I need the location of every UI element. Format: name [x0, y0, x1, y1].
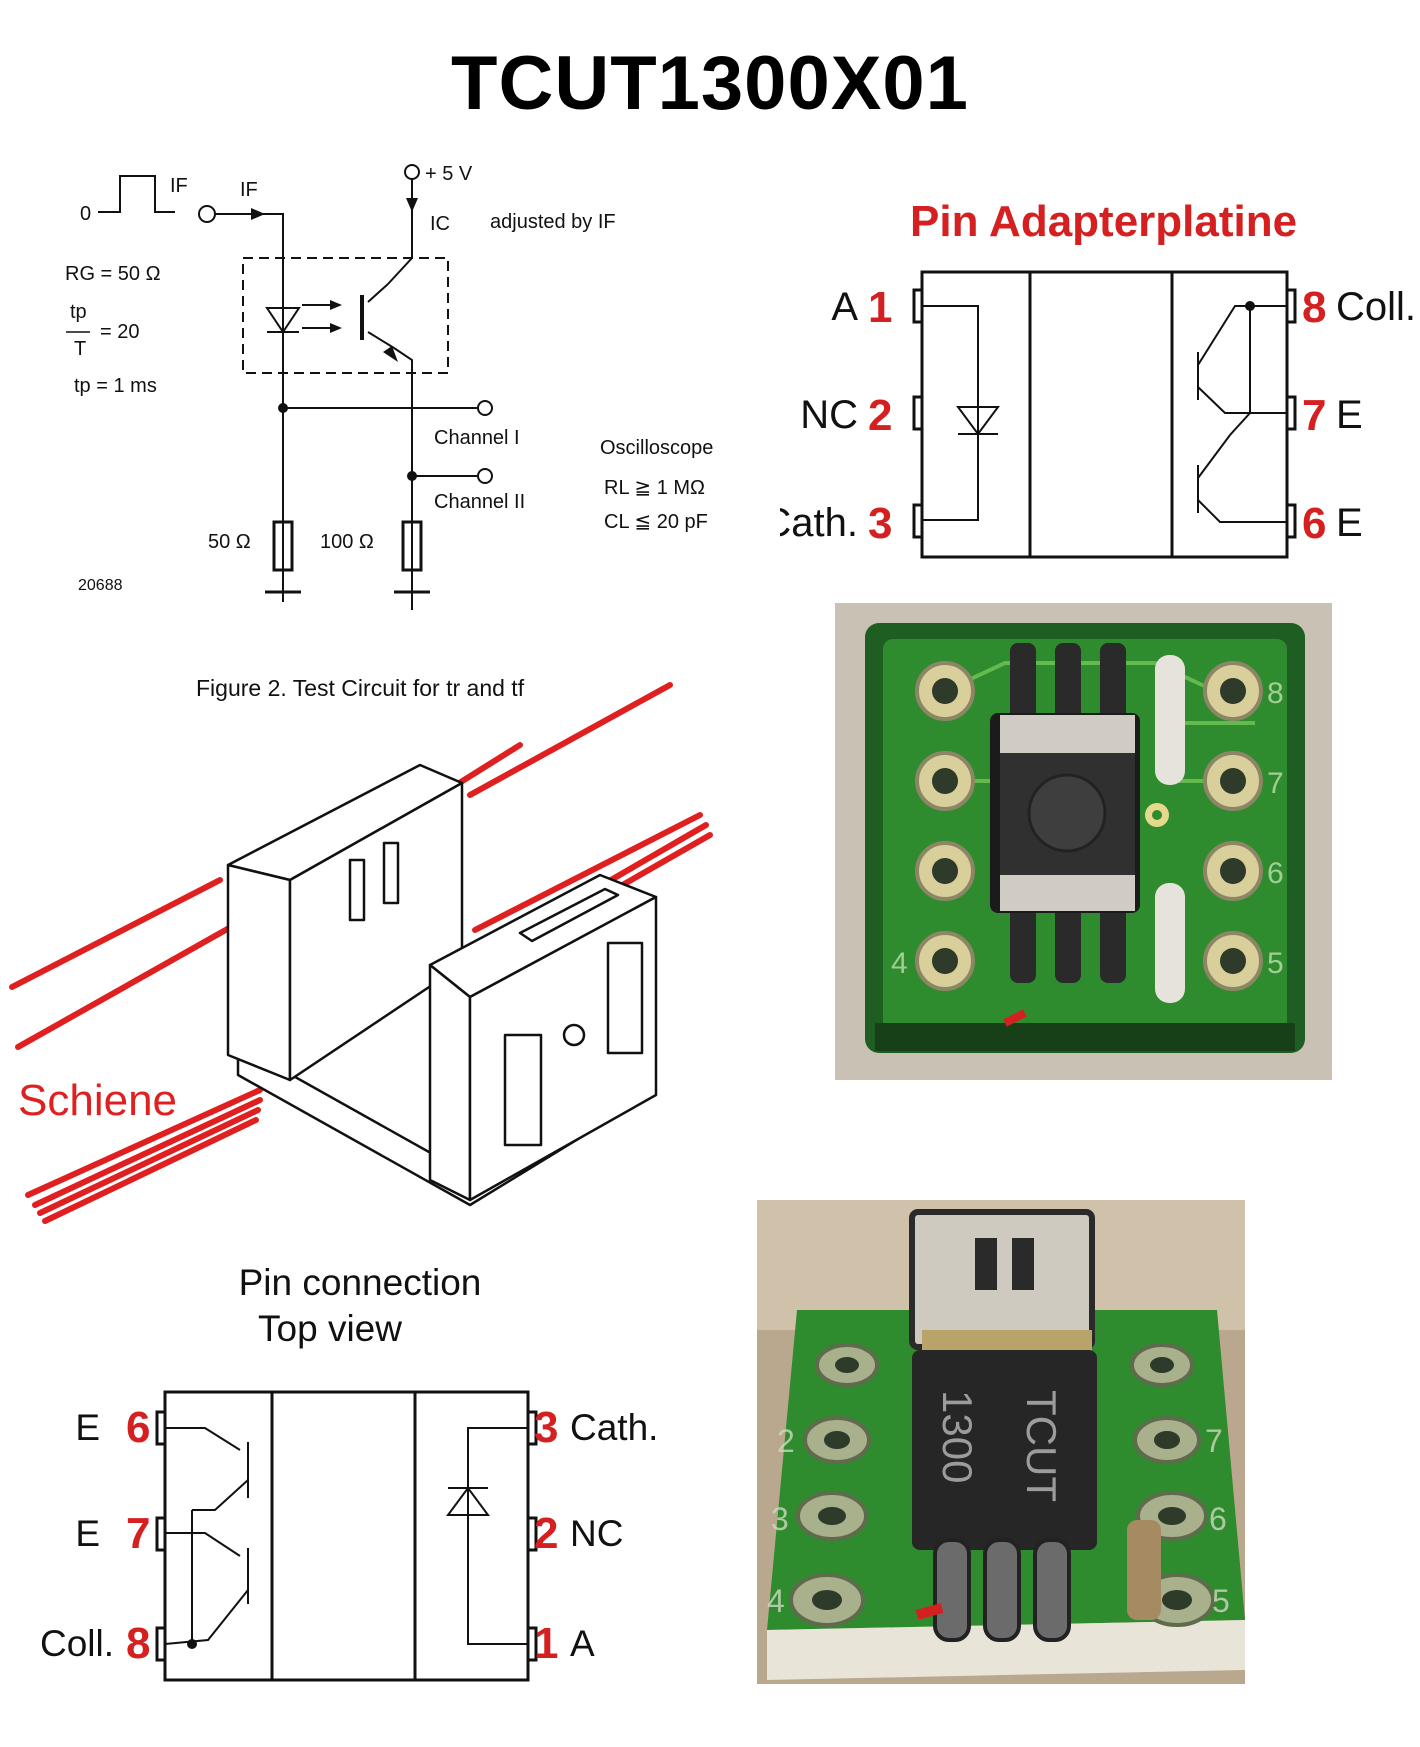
adapter-pin-3-number: 3 [868, 499, 892, 548]
schiene-label: Schiene [18, 1076, 177, 1125]
adapter-title: Pin Adapterplatine [910, 197, 1298, 246]
pin-7-label: E [75, 1513, 100, 1554]
adapter-photo-bottom: 1300 TCUT 2 3 4 7 6 5 [757, 1200, 1245, 1684]
adapter-pin-6-label: E [1336, 501, 1363, 545]
photo-top-pad-6: 6 [1267, 857, 1284, 890]
figure-id: 20688 [78, 577, 123, 594]
photo-bottom-pad-5: 5 [1212, 1583, 1230, 1619]
chip-text-tcut: TCUT [1018, 1390, 1065, 1502]
photo-bottom-pad-4: 4 [767, 1583, 785, 1619]
adapter-pin-1-label: A [831, 285, 858, 329]
adapter-pin-8-number: 8 [1302, 283, 1326, 332]
chip-text-1300: 1300 [934, 1390, 981, 1483]
photo-bottom-pad-6: 6 [1209, 1501, 1227, 1537]
photo-top-pad-7: 7 [1267, 767, 1284, 800]
photo-bottom-pad-3: 3 [771, 1501, 789, 1537]
ratio-numerator: tp [70, 301, 87, 323]
pin-2-number: 2 [534, 1509, 558, 1558]
photo-top-pad-8: 8 [1267, 677, 1284, 710]
pin-6-number: 6 [126, 1403, 150, 1452]
adapter-pin-8-label: Coll. [1336, 285, 1416, 329]
adapter-pin-7-label: E [1336, 393, 1363, 437]
photo-bottom-pad-2: 2 [777, 1423, 795, 1459]
adapter-pin-7-number: 7 [1302, 391, 1326, 440]
adapter-photo-top: 8 7 6 5 4 [835, 603, 1332, 1080]
pin-3-label: Cath. [570, 1407, 658, 1448]
adjusted-label: adjusted by IF [490, 211, 616, 233]
pin-8-number: 8 [126, 1619, 150, 1668]
ratio-denominator: T [74, 338, 86, 360]
photo-bottom-pad-7: 7 [1205, 1423, 1223, 1459]
tp-label: tp = 1 ms [74, 375, 157, 397]
adapter-pin-2-number: 2 [868, 391, 892, 440]
channel-1-label: Channel I [434, 427, 520, 449]
page-title: TCUT1300X01 [451, 41, 969, 126]
channel-2-label: Channel II [434, 491, 525, 513]
r50-label: 50 Ω [208, 531, 251, 553]
pin-connection-title-line2: Top view [258, 1308, 402, 1349]
ic-label: IC [430, 213, 450, 235]
ratio-value: = 20 [100, 321, 139, 343]
rl-label: RL ≧ 1 MΩ [604, 477, 705, 499]
test-circuit-diagram: 0 IF IF + 5 V IC adjusted by IF RG = 50 … [65, 163, 713, 701]
adapter-pin-1-number: 1 [868, 283, 892, 332]
pin-3-number: 3 [534, 1403, 558, 1452]
pin-8-label: Coll. [40, 1623, 114, 1664]
pin-6-label: E [75, 1407, 100, 1448]
adapter-pin-2-label: NC [800, 393, 858, 437]
oscilloscope-label: Oscilloscope [600, 437, 713, 459]
pin-1-number: 1 [534, 1619, 558, 1668]
cl-label: CL ≦ 20 pF [604, 511, 708, 533]
pcb-pads [915, 661, 1263, 991]
pin-connection-diagram: 6 7 8 3 2 1 E E Coll. Cath. NC A [40, 1390, 658, 1682]
adapter-pin-3-label: Cath. [780, 501, 858, 545]
if-pulse-label: IF [170, 175, 188, 197]
r100-label: 100 Ω [320, 531, 374, 553]
if-input-label: IF [240, 179, 258, 201]
pin-2-label: NC [570, 1513, 623, 1554]
supply-label: + 5 V [425, 163, 473, 185]
rg-label: RG = 50 Ω [65, 263, 161, 285]
photo-top-pad-4: 4 [891, 947, 908, 980]
zero-label: 0 [80, 203, 91, 225]
figure-caption: Figure 2. Test Circuit for tr and tf [196, 675, 525, 701]
adapter-pin-diagram: 1 2 3 8 7 6 A NC Cath. Coll. E E [780, 270, 1416, 559]
pin-7-number: 7 [126, 1509, 150, 1558]
sensor-isometric-drawing: Schiene [9, 682, 713, 1224]
pin-connection-title-line1: Pin connection [238, 1262, 482, 1303]
photo-top-pad-5: 5 [1267, 947, 1284, 980]
adapter-pin-6-number: 6 [1302, 499, 1326, 548]
pin-1-label: A [570, 1623, 595, 1664]
